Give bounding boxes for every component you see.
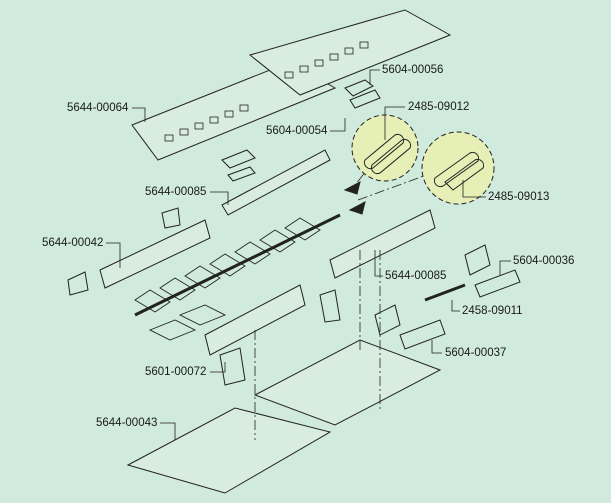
chain-link-marker — [343, 181, 366, 215]
link-icon-a — [363, 133, 412, 175]
panel-slots — [164, 41, 369, 142]
chain-segment — [424, 283, 466, 302]
label-end-bracket-right: 5604-00036 — [513, 255, 575, 267]
end-plate — [219, 347, 246, 386]
chain-assembly — [134, 213, 341, 317]
top-panel-right — [248, 9, 452, 96]
side-rail-left — [99, 219, 211, 289]
flights — [134, 217, 321, 341]
label-bottom-plate: 5644-00043 — [96, 417, 158, 429]
bottom-plate-right — [253, 339, 442, 426]
label-end-bracket-lower: 5604-00037 — [445, 347, 507, 359]
label-link-detail-a: 2485-09012 — [408, 101, 470, 113]
link-icon-b — [433, 151, 485, 191]
end-plate-top — [161, 207, 181, 229]
label-top-panel: 5644-00064 — [67, 102, 129, 114]
label-side-rail-right: 5644-00085 — [385, 270, 447, 282]
end-bracket-right — [464, 244, 521, 298]
bracket-upper — [344, 79, 381, 109]
end-plate-left — [67, 271, 89, 296]
label-bracket-lower: 5604-00054 — [266, 125, 328, 137]
label-side-rail-left: 5644-00042 — [42, 237, 104, 249]
side-rail-upper — [221, 149, 331, 216]
label-side-rail-upper: 5644-00085 — [145, 186, 207, 198]
top-panel-left — [131, 61, 337, 161]
side-rail-lower — [204, 284, 306, 356]
end-bracket-lower — [374, 304, 446, 350]
label-link-detail-b: 2485-09013 — [488, 191, 550, 203]
bracket-center — [221, 149, 256, 182]
label-end-plate: 5601-00072 — [145, 366, 207, 378]
label-bracket-upper: 5604-00056 — [382, 64, 444, 76]
label-chain: 2458-09011 — [462, 305, 523, 317]
bottom-plate — [126, 407, 332, 494]
end-plate-right — [319, 289, 341, 323]
side-rail-right — [329, 209, 436, 279]
detail-circle-2485-09013 — [421, 131, 495, 205]
